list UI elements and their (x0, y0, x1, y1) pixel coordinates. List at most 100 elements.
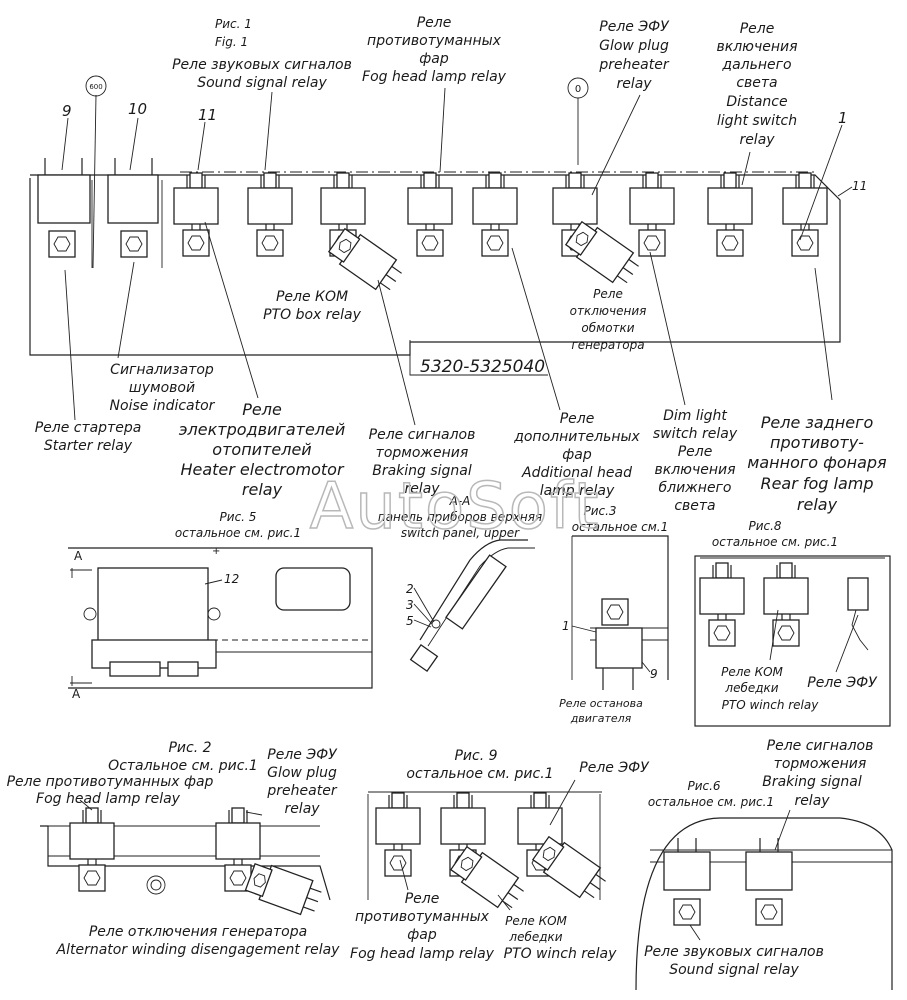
fig9: Рис. 9 остальное см. рис.1 Реле ЭФУ Реле… (350, 748, 650, 962)
svg-text:relay: relay (616, 76, 652, 92)
part-code: 5320-5325040 (420, 357, 545, 377)
label-generator-off: Реле отключения обмотки генератора (570, 287, 647, 352)
svg-text:Реле ЭФУ: Реле ЭФУ (599, 19, 670, 35)
svg-text:Реле звуковых сигналов: Реле звуковых сигналов (644, 944, 824, 960)
svg-text:0: 0 (575, 84, 581, 95)
svg-text:Реле ЭФУ: Реле ЭФУ (807, 675, 878, 691)
svg-text:Braking signal: Braking signal (372, 463, 472, 479)
svg-text:Alternator winding disengageme: Alternator winding disengagement relay (56, 942, 341, 958)
svg-text:фар: фар (562, 447, 592, 463)
svg-text:relay: relay (739, 132, 775, 148)
num-11: 11 (198, 106, 217, 124)
svg-text:Реле: Реле (242, 400, 282, 419)
svg-text:дополнительных: дополнительных (513, 429, 640, 445)
svg-text:Остальное см. рис.1: Остальное см. рис.1 (108, 758, 258, 774)
label-braking: Реле сигналов торможения Braking signal … (369, 427, 476, 497)
svg-text:панель приборов верхняя: панель приборов верхняя (378, 510, 542, 524)
section-aa: 2 3 5 А-А панель приборов верхняя switch… (378, 494, 542, 673)
svg-text:Starter relay: Starter relay (44, 438, 133, 454)
svg-text:Distance: Distance (726, 94, 787, 110)
label-sound-signal: Реле звуковых сигналов Sound signal rela… (172, 57, 352, 91)
svg-text:Реле: Реле (740, 21, 775, 37)
label-fog-head: Реле противотуманных фар Fog head lamp r… (362, 15, 507, 85)
svg-text:остальное см. рис.1: остальное см. рис.1 (648, 795, 774, 809)
svg-text:Реле заднего: Реле заднего (761, 413, 874, 432)
svg-text:Реле КОМ: Реле КОМ (276, 289, 348, 305)
svg-text:Реле: Реле (593, 287, 623, 301)
svg-text:света: света (674, 498, 715, 514)
svg-text:12: 12 (224, 572, 239, 586)
svg-text:отопителей: отопителей (212, 440, 311, 459)
svg-text:Рис.3: Рис.3 (583, 504, 616, 518)
svg-text:Rear fog lamp: Rear fog lamp (760, 474, 873, 493)
svg-text:фар: фар (407, 927, 437, 943)
svg-text:остальное см. рис.1: остальное см. рис.1 (175, 526, 301, 540)
svg-text:Glow plug: Glow plug (599, 38, 669, 54)
svg-text:Реле: Реле (560, 411, 595, 427)
fig8: Рис.8 остальное см. рис.1 Реле КОМ лебед… (694, 519, 891, 727)
svg-text:Реле: Реле (405, 891, 440, 907)
relay-9 (37, 158, 91, 258)
fig2-relay-alternator (243, 859, 325, 920)
svg-text:Braking signal: Braking signal (762, 774, 862, 790)
svg-text:9: 9 (650, 667, 658, 681)
svg-text:Реле ЭФУ: Реле ЭФУ (579, 760, 650, 776)
svg-text:Рис. 2: Рис. 2 (168, 740, 211, 756)
label-additional-head: Реле дополнительных фар Additional head … (513, 411, 640, 499)
fig5: A A + 12 Рис. 5 остальное см. рис.1 (68, 510, 373, 701)
svg-text:3: 3 (406, 598, 414, 612)
label-noise: Сигнализатор шумовой Noise indicator (110, 362, 216, 414)
svg-text:ближнего: ближнего (659, 480, 732, 496)
svg-text:торможения: торможения (774, 756, 867, 772)
relay-additional-head (473, 173, 517, 256)
svg-text:preheater: preheater (266, 783, 337, 799)
svg-text:включения: включения (717, 39, 798, 55)
svg-text:A: A (74, 549, 83, 563)
svg-text:PTO winch relay: PTO winch relay (504, 946, 618, 962)
label-heater: Реле электродвигателей отопителей Heater… (179, 400, 346, 499)
svg-text:лебедки: лебедки (724, 681, 778, 695)
svg-text:манного фонаря: манного фонаря (747, 453, 887, 472)
svg-text:Рис.6: Рис.6 (687, 779, 720, 793)
fig1: 600 0 9 10 11 1 11 Рис. 1 Fig. 1 Реле зв… (29, 15, 887, 514)
svg-text:600: 600 (89, 83, 102, 91)
fig6: Рис.6 остальное см. рис.1 Реле сигналов … (635, 738, 893, 991)
svg-text:relay: relay (794, 793, 830, 809)
svg-text:лебедки: лебедки (508, 930, 562, 944)
label-rear-fog: Реле заднего противоту- манного фонаря R… (747, 413, 887, 514)
svg-text:Реле сигналов: Реле сигналов (767, 738, 874, 754)
svg-text:противоту-: противоту- (770, 433, 864, 452)
relay-distance-light (708, 173, 752, 256)
svg-text:Fog head lamp relay: Fog head lamp relay (350, 946, 495, 962)
relay-10 (107, 158, 159, 258)
svg-text:2: 2 (406, 582, 414, 596)
svg-text:двигателя: двигателя (570, 712, 632, 725)
fig2-relay-fog (70, 808, 114, 891)
num-11b: 11 (852, 179, 867, 193)
svg-text:switch panel, upper: switch panel, upper (401, 526, 520, 540)
svg-text:противотуманных: противотуманных (367, 33, 502, 49)
num-9: 9 (62, 102, 72, 120)
svg-text:PTO winch relay: PTO winch relay (722, 698, 820, 712)
svg-text:противотуманных: противотуманных (355, 909, 490, 925)
svg-text:relay: relay (242, 480, 283, 499)
svg-text:Sound signal relay: Sound signal relay (669, 962, 799, 978)
svg-text:Рис.8: Рис.8 (748, 519, 781, 533)
watermark: AutoSoft (310, 470, 601, 544)
svg-text:Dim light: Dim light (663, 408, 727, 424)
svg-text:Heater electromotor: Heater electromotor (180, 460, 344, 479)
svg-text:+: + (212, 546, 220, 557)
svg-text:остальное см. рис.1: остальное см. рис.1 (712, 535, 838, 549)
label-dim-light: Dim light switch relay Реле включения бл… (653, 408, 738, 514)
svg-text:электродвигателей: электродвигателей (179, 420, 346, 439)
svg-text:света: света (736, 75, 777, 91)
svg-text:A: A (72, 687, 81, 701)
svg-text:обмотки: обмотки (581, 321, 634, 335)
svg-text:Реле останова: Реле останова (559, 697, 643, 710)
svg-text:Noise indicator: Noise indicator (110, 398, 216, 414)
fig2: Рис. 2 Остальное см. рис.1 Реле противот… (7, 740, 341, 958)
svg-text:дальнего: дальнего (721, 57, 791, 73)
svg-text:отключения: отключения (570, 304, 647, 318)
relay-fog-head (408, 173, 452, 256)
svg-text:Fog head lamp relay: Fog head lamp relay (36, 791, 181, 807)
